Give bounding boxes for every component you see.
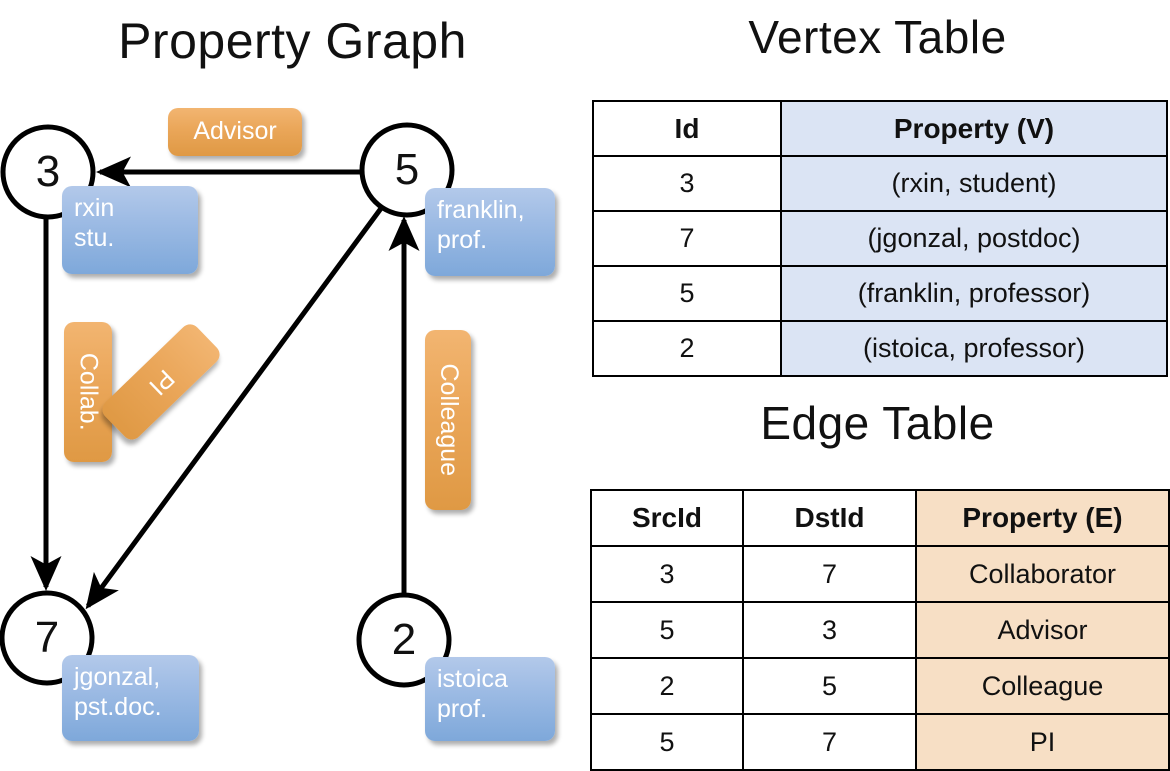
vertex-property-istoica-line1: istoica: [437, 665, 508, 693]
vertex-table-cell-property: (rxin, student): [780, 155, 1168, 212]
edge-table-header-srcid: SrcId: [590, 489, 744, 547]
edge-table-header-row: SrcId DstId Property (E): [590, 489, 1170, 547]
edge-table-cell-property: Advisor: [915, 601, 1170, 659]
edge-label-collab: Collab.: [64, 322, 112, 462]
edge-table-cell-dst: 7: [742, 713, 917, 771]
edge-table-cell-property: PI: [915, 713, 1170, 771]
edge-table: SrcId DstId Property (E) 3 7 Collaborato…: [590, 489, 1170, 771]
vertex-property-box-jgonzal: jgonzal, pst.doc.: [62, 655, 199, 741]
vertex-table-cell-id: 7: [592, 210, 782, 267]
table-row: 5 3 Advisor: [590, 601, 1170, 659]
vertex-property-box-franklin: franklin, prof.: [425, 188, 555, 276]
edge-table-cell-src: 3: [590, 545, 744, 603]
edge-label-colleague-text: Colleague: [434, 363, 463, 477]
edge-label-collab-text-wrap: Collab.: [64, 322, 112, 462]
vertex-table-cell-property: (franklin, professor): [780, 265, 1168, 322]
table-row: 3 (rxin, student): [592, 155, 1168, 212]
vertex-table-header-id: Id: [592, 100, 782, 157]
table-row: 5 7 PI: [590, 713, 1170, 771]
vertex-table-cell-id: 3: [592, 155, 782, 212]
edge-table-cell-property: Colleague: [915, 657, 1170, 715]
table-row: 2 (istoica, professor): [592, 320, 1168, 377]
vertex-property-istoica-line2: prof.: [437, 694, 488, 723]
table-row: 2 5 Colleague: [590, 657, 1170, 715]
edge-table-cell-dst: 3: [742, 601, 917, 659]
edge-table-cell-dst: 7: [742, 545, 917, 603]
vertex-property-rxin-line1: rxin: [74, 194, 115, 222]
edge-table-cell-src: 5: [590, 601, 744, 659]
edge-table-cell-property: Collaborator: [915, 545, 1170, 603]
edge-table-cell-src: 5: [590, 713, 744, 771]
edge-table-header-property: Property (E): [915, 489, 1170, 547]
table-row: 5 (franklin, professor): [592, 265, 1168, 322]
section-title-vertex-table: Vertex Table: [748, 11, 1007, 63]
page-title-property-graph: Property Graph: [118, 13, 467, 69]
vertex-property-franklin-line2: prof.: [437, 225, 488, 254]
vertex-property-rxin-line2: stu.: [74, 223, 115, 252]
edge-table-header-dstid: DstId: [742, 489, 917, 547]
vertex-table-header-property: Property (V): [780, 100, 1168, 157]
vertex-property-box-rxin: rxin stu.: [62, 186, 198, 274]
vertex-property-franklin-line1: franklin,: [437, 196, 525, 224]
property-graph-diagram: 3 5 7 2 Advisor Collab. PI Colleague rxi…: [0, 0, 585, 760]
vertex-table-cell-property: (istoica, professor): [780, 320, 1168, 377]
vertex-table: Id Property (V) 3 (rxin, student) 7 (jgo…: [592, 100, 1168, 377]
vertex-property-jgonzal-line2: pst.doc.: [74, 692, 162, 721]
edge-label-colleague-text-wrap: Colleague: [425, 330, 471, 510]
vertex-table-header-row: Id Property (V): [592, 100, 1168, 157]
edge-pi-5-to-7: [85, 205, 385, 610]
section-title-edge-table: Edge Table: [760, 397, 995, 449]
vertex-table-cell-property: (jgonzal, postdoc): [780, 210, 1168, 267]
vertex-table-cell-id: 5: [592, 265, 782, 322]
vertex-property-box-istoica: istoica prof.: [425, 657, 555, 741]
vertex-table-cell-id: 2: [592, 320, 782, 377]
edge-table-cell-dst: 5: [742, 657, 917, 715]
vertex-property-jgonzal-line1: jgonzal,: [74, 663, 161, 691]
edge-label-pi-text: PI: [143, 364, 180, 401]
edge-table-cell-src: 2: [590, 657, 744, 715]
table-row: 7 (jgonzal, postdoc): [592, 210, 1168, 267]
edge-label-advisor: Advisor: [168, 108, 302, 156]
edge-label-collab-text: Collab.: [74, 353, 103, 431]
table-row: 3 7 Collaborator: [590, 545, 1170, 603]
edge-label-colleague: Colleague: [425, 330, 471, 510]
